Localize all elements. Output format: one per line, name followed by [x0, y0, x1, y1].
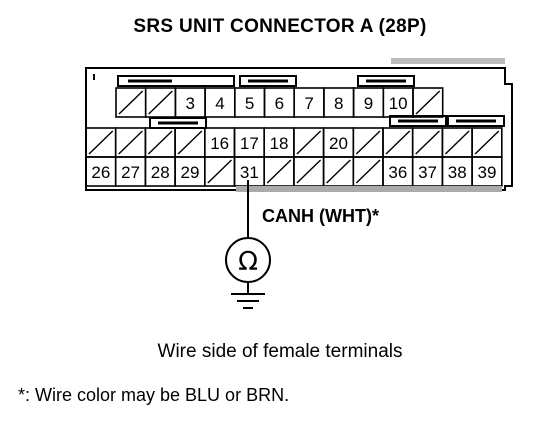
terminal-empty [144, 87, 177, 118]
terminal-31: 31 [233, 156, 266, 187]
terminal-empty [174, 127, 206, 158]
terminal-grid: 3 4 5 6 7 8 9 10 16 17 18 20 26 27 28 29 31 36 37 38 39 [85, 87, 503, 187]
empty-slot-mark [296, 130, 322, 155]
empty-slot-mark [177, 130, 203, 155]
terminal-26: 26 [85, 156, 117, 187]
terminal-empty [441, 127, 473, 158]
terminal-empty [411, 127, 444, 158]
empty-slot-mark [355, 130, 381, 155]
terminal-empty [144, 127, 176, 158]
terminal-10: 10 [382, 87, 414, 118]
footnote: *: Wire color may be BLU or BRN. [18, 385, 290, 405]
empty-slot-mark [148, 90, 173, 115]
empty-slot-mark [415, 90, 441, 115]
terminal-empty [293, 127, 325, 158]
terminal-label: 3 [186, 94, 195, 113]
empty-slot-mark [355, 159, 381, 184]
caption: Wire side of female terminals [157, 341, 403, 362]
terminal-17: 17 [233, 127, 266, 158]
terminal-6: 6 [263, 87, 296, 118]
empty-slot-mark [415, 130, 440, 155]
terminal-8: 8 [323, 87, 355, 118]
terminal-empty [263, 156, 295, 187]
terminal-37: 37 [411, 156, 444, 187]
terminal-7: 7 [293, 87, 325, 118]
terminal-label: 4 [215, 94, 224, 113]
terminal-3: 3 [174, 87, 206, 118]
terminal-empty [114, 127, 147, 158]
terminal-label: 28 [151, 163, 170, 182]
terminal-label: 39 [477, 163, 496, 182]
empty-slot-mark [326, 159, 351, 184]
ohm-symbol: Ω [238, 247, 258, 277]
terminal-label: 16 [210, 134, 229, 153]
terminal-label: 27 [121, 163, 140, 182]
empty-slot-mark [474, 130, 500, 155]
terminal-label: 37 [418, 163, 437, 182]
terminal-label: 29 [180, 163, 199, 182]
lock-tabs [117, 75, 505, 129]
terminal-label: 38 [448, 163, 467, 182]
empty-slot-mark [266, 159, 292, 184]
terminal-18: 18 [263, 127, 295, 158]
empty-slot-mark [296, 159, 322, 184]
connector-housing [85, 67, 513, 191]
terminal-empty [352, 156, 384, 187]
terminal-empty [85, 127, 117, 158]
terminal-39: 39 [471, 156, 503, 187]
terminal-label: 8 [334, 94, 343, 113]
terminal-label: 6 [275, 94, 284, 113]
terminal-label: 36 [388, 163, 407, 182]
terminal-label: 5 [245, 94, 254, 113]
housing-shade [391, 58, 505, 64]
empty-slot-mark [88, 130, 114, 155]
terminal-36: 36 [382, 156, 414, 187]
terminal-empty [204, 156, 236, 187]
empty-slot-mark [444, 130, 470, 155]
terminal-empty [115, 87, 147, 118]
terminal-9: 9 [352, 87, 385, 118]
terminal-29: 29 [174, 156, 206, 187]
wire-label: CANH (WHT)* [262, 206, 379, 226]
empty-slot-mark [118, 90, 144, 115]
terminal-empty [293, 156, 325, 187]
terminal-16: 16 [204, 127, 236, 158]
terminal-label: 9 [364, 94, 373, 113]
empty-slot-mark [118, 130, 143, 155]
terminal-empty [352, 127, 384, 158]
terminal-38: 38 [441, 156, 473, 187]
terminal-label: 18 [270, 134, 289, 153]
terminal-20: 20 [322, 127, 355, 158]
empty-slot-mark [385, 130, 411, 155]
diagram-title: SRS UNIT CONNECTOR A (28P) [133, 16, 427, 37]
empty-slot-mark [147, 130, 173, 155]
terminal-label: 31 [240, 163, 259, 182]
terminal-label: 26 [91, 163, 110, 182]
terminal-label: 17 [240, 134, 259, 153]
terminal-empty [412, 87, 444, 118]
terminal-4: 4 [204, 87, 236, 118]
terminal-5: 5 [234, 87, 266, 118]
terminal-label: 7 [304, 94, 313, 113]
probe-shade [236, 186, 502, 192]
terminal-empty [322, 156, 355, 187]
terminal-label: 10 [389, 94, 408, 113]
terminal-28: 28 [144, 156, 176, 187]
terminal-empty [471, 127, 503, 158]
terminal-label: 20 [329, 134, 348, 153]
empty-slot-mark [207, 159, 232, 184]
terminal-empty [382, 127, 414, 158]
terminal-27: 27 [114, 156, 147, 187]
